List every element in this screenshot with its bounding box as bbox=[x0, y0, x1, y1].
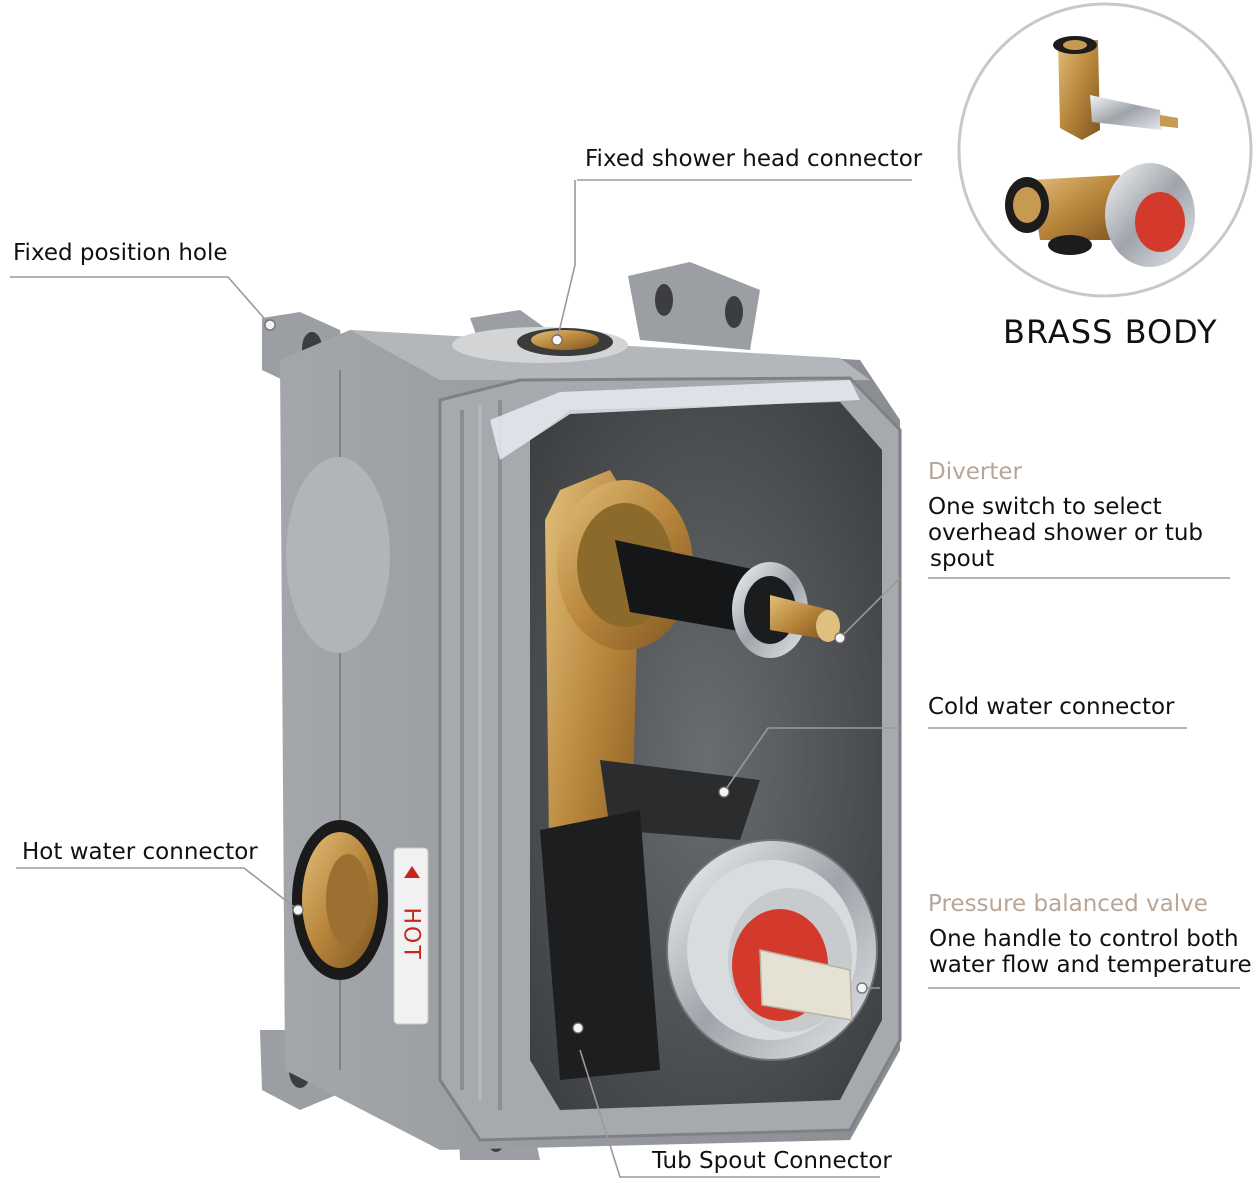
cold-water-connector-marker bbox=[718, 786, 730, 798]
brass-valve-body bbox=[540, 470, 840, 1080]
label-fixed-position-hole: Fixed position hole bbox=[13, 240, 228, 266]
label-diverter-desc-3: spout bbox=[930, 546, 995, 572]
pressure-valve-marker bbox=[856, 982, 868, 994]
label-cold-water-connector: Cold water connector bbox=[928, 694, 1175, 720]
shower-head-connector-marker bbox=[551, 334, 563, 346]
hot-water-connector bbox=[292, 820, 388, 980]
label-diverter-desc-1: One switch to select bbox=[928, 494, 1162, 520]
label-tub-spout-connector: Tub Spout Connector bbox=[652, 1148, 892, 1174]
label-diverter-desc-2: overhead shower or tub bbox=[928, 520, 1204, 546]
hot-sticker-text: HOT bbox=[398, 907, 424, 961]
label-fixed-shower-head-connector: Fixed shower head connector bbox=[585, 146, 923, 172]
brass-body-title: BRASS BODY bbox=[1003, 313, 1218, 351]
pressure-valve-cartridge bbox=[666, 839, 878, 1061]
label-pressure-valve-desc-2: water flow and temperature bbox=[929, 952, 1252, 978]
brass-body-inset bbox=[957, 2, 1253, 298]
hot-water-connector-marker bbox=[292, 904, 304, 916]
label-pressure-valve-title: Pressure balanced valve bbox=[928, 891, 1208, 917]
label-hot-water-connector: Hot water connector bbox=[22, 839, 258, 865]
diverter-marker bbox=[834, 632, 846, 644]
label-diverter-title: Diverter bbox=[928, 459, 1022, 485]
hot-sticker bbox=[393, 847, 429, 1025]
tub-spout-connector-marker bbox=[572, 1022, 584, 1034]
fixed-position-hole-marker bbox=[264, 319, 276, 331]
label-pressure-valve-desc-1: One handle to control both bbox=[929, 926, 1239, 952]
top-connector bbox=[452, 327, 628, 363]
callout-lines bbox=[10, 179, 1240, 1178]
